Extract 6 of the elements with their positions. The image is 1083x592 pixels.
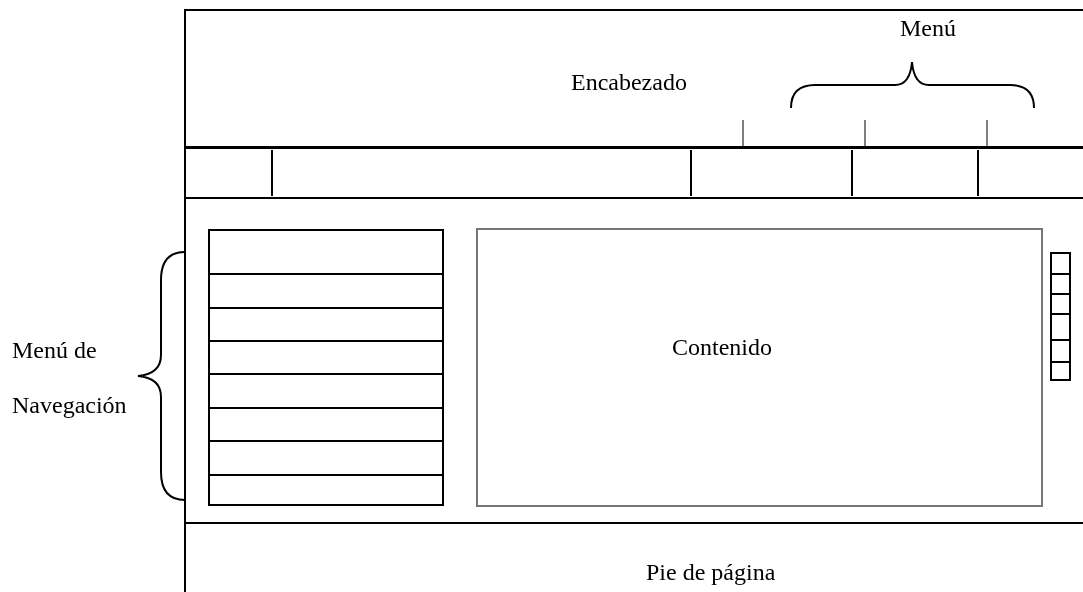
menu-label: Menú xyxy=(900,14,956,42)
content-label: Contenido xyxy=(672,333,772,361)
footer-label: Pie de página xyxy=(646,558,776,586)
navigation-menu-label: Menú de Navegación xyxy=(12,336,128,420)
content-box xyxy=(476,228,1043,507)
header-label: Encabezado xyxy=(571,68,687,96)
